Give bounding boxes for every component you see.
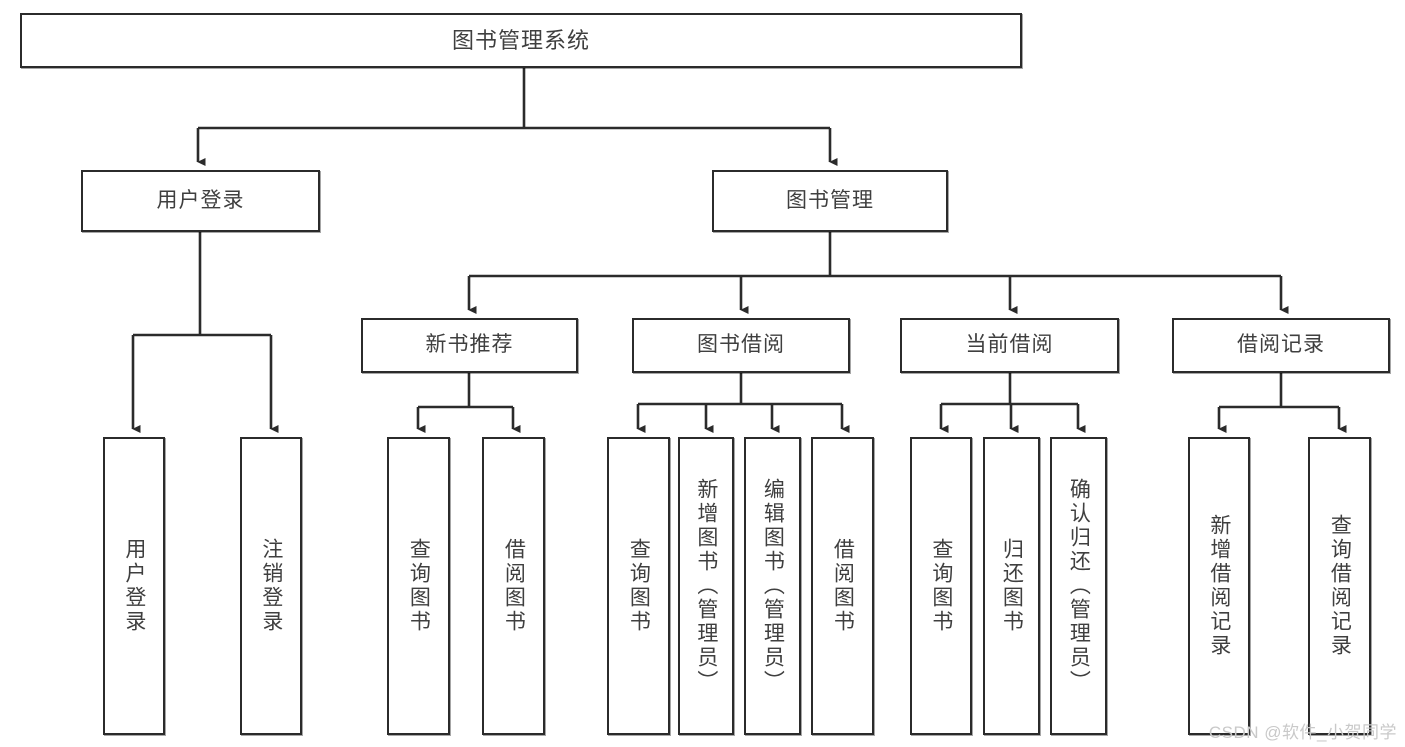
leaf-confirm-return-admin[interactable]: 确认归还（管理员） [1050,437,1107,735]
leaf-add-book-admin[interactable]: 新增图书（管理员） [678,437,734,735]
leaf-borrow-book-label: 借阅图书 [831,538,855,634]
leaf-query-book-borrow-label: 查询图书 [627,538,651,634]
leaf-add-book-admin-label: 新增图书（管理员） [694,478,718,694]
leaf-edit-book-admin-label: 编辑图书（管理员） [761,478,785,694]
leaf-confirm-return-admin-label: 确认归还（管理员） [1067,478,1091,694]
leaf-borrow-book[interactable]: 借阅图书 [811,437,874,735]
leaf-edit-book-admin[interactable]: 编辑图书（管理员） [744,437,801,735]
leaf-logout[interactable]: 注销登录 [240,437,302,735]
node-root-label: 图书管理系统 [451,27,590,53]
leaf-user-login-label: 用户登录 [122,538,146,634]
leaf-return-book-label: 归还图书 [1000,538,1024,634]
node-current-borrow[interactable]: 当前借阅 [900,318,1119,373]
node-book-management-label: 图书管理 [786,188,874,212]
leaf-add-borrow-record[interactable]: 新增借阅记录 [1188,437,1250,735]
node-current-borrow-label: 当前借阅 [965,333,1054,357]
leaf-user-login[interactable]: 用户登录 [103,437,165,735]
leaf-query-borrow-record[interactable]: 查询借阅记录 [1308,437,1371,735]
node-new-book-recommend[interactable]: 新书推荐 [361,318,578,373]
node-book-borrow-label: 图书借阅 [697,333,785,357]
watermark-text: CSDN @软件_小贺同学 [1208,723,1397,742]
leaf-query-book-current-label: 查询图书 [929,538,953,634]
leaf-add-borrow-record-label: 新增借阅记录 [1207,514,1231,658]
node-user-login[interactable]: 用户登录 [81,170,320,232]
node-book-borrow[interactable]: 图书借阅 [632,318,850,373]
node-root[interactable]: 图书管理系统 [20,13,1022,68]
node-book-management[interactable]: 图书管理 [712,170,948,232]
leaf-borrow-book-recommend-label: 借阅图书 [502,538,526,634]
node-borrow-records[interactable]: 借阅记录 [1172,318,1390,373]
node-borrow-records-label: 借阅记录 [1237,333,1325,357]
leaf-query-book-borrow[interactable]: 查询图书 [607,437,670,735]
leaf-return-book[interactable]: 归还图书 [983,437,1040,735]
leaf-query-book-recommend[interactable]: 查询图书 [387,437,450,735]
node-new-book-recommend-label: 新书推荐 [425,333,514,357]
leaf-borrow-book-recommend[interactable]: 借阅图书 [482,437,545,735]
leaf-logout-label: 注销登录 [259,538,283,634]
leaf-query-book-recommend-label: 查询图书 [407,538,431,634]
leaf-query-borrow-record-label: 查询借阅记录 [1328,514,1352,658]
leaf-query-book-current[interactable]: 查询图书 [910,437,972,735]
node-user-login-label: 用户登录 [156,188,245,212]
